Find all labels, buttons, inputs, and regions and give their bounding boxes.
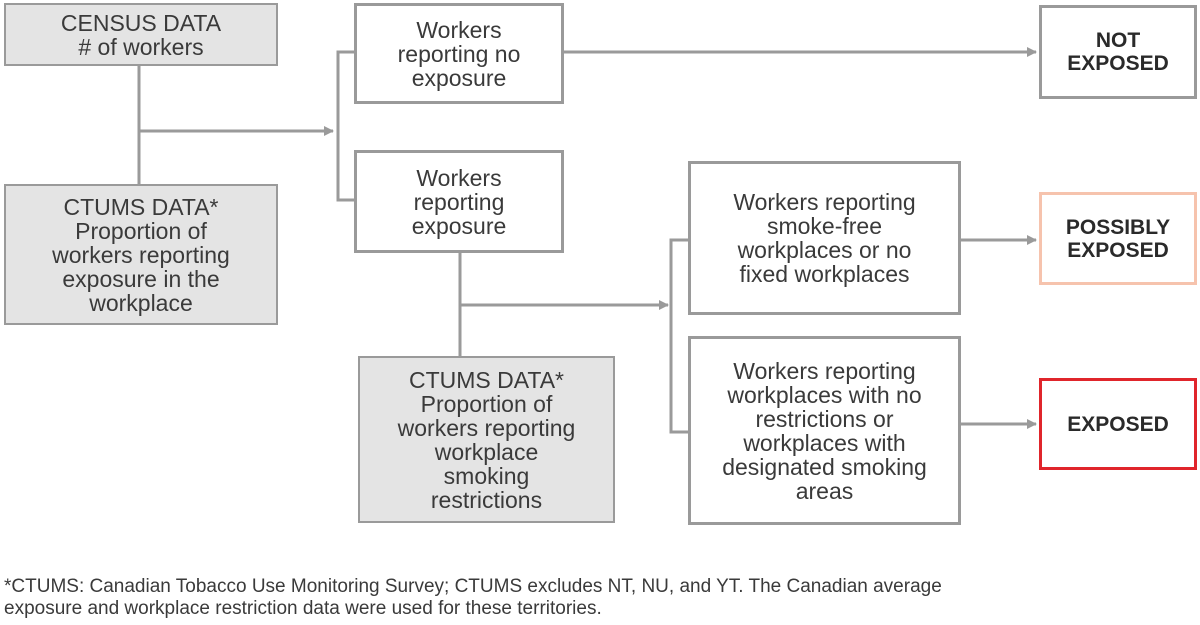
exposure-text: Workers reporting exposure (411, 164, 507, 239)
exposure-box: Workers reporting exposure (354, 150, 564, 253)
exposed-label: EXPOSED (1067, 412, 1169, 436)
smoke-free-text: Workers reporting smoke-free workplaces … (733, 189, 916, 287)
bracket-first-branch (336, 50, 354, 202)
ctums-exposure-box: CTUMS DATA* Proportion of workers report… (4, 184, 278, 325)
no-restrictions-text: Workers reporting workplaces with no res… (722, 357, 927, 504)
ctums-restrictions-text: CTUMS DATA* Proportion of workers report… (397, 366, 576, 513)
footnote: *CTUMS: Canadian Tobacco Use Monitoring … (4, 576, 942, 619)
bracket-second-branch (669, 238, 688, 434)
not-exposed-box: NOT EXPOSED (1039, 5, 1197, 99)
exposed-box: EXPOSED (1039, 378, 1197, 470)
census-data-box: CENSUS DATA # of workers (4, 3, 278, 66)
no-exposure-text: Workers reporting no exposure (397, 16, 521, 91)
no-exposure-box: Workers reporting no exposure (354, 3, 564, 104)
census-data-text: CENSUS DATA # of workers (60, 9, 222, 60)
possibly-exposed-label: POSSIBLY EXPOSED (1065, 215, 1171, 262)
ctums-exposure-text: CTUMS DATA* Proportion of workers report… (52, 193, 230, 316)
possibly-exposed-box: POSSIBLY EXPOSED (1039, 192, 1197, 285)
not-exposed-label: NOT EXPOSED (1067, 29, 1169, 75)
smoke-free-box: Workers reporting smoke-free workplaces … (688, 161, 961, 315)
no-restrictions-box: Workers reporting workplaces with no res… (688, 336, 961, 525)
ctums-restrictions-box: CTUMS DATA* Proportion of workers report… (358, 356, 615, 523)
